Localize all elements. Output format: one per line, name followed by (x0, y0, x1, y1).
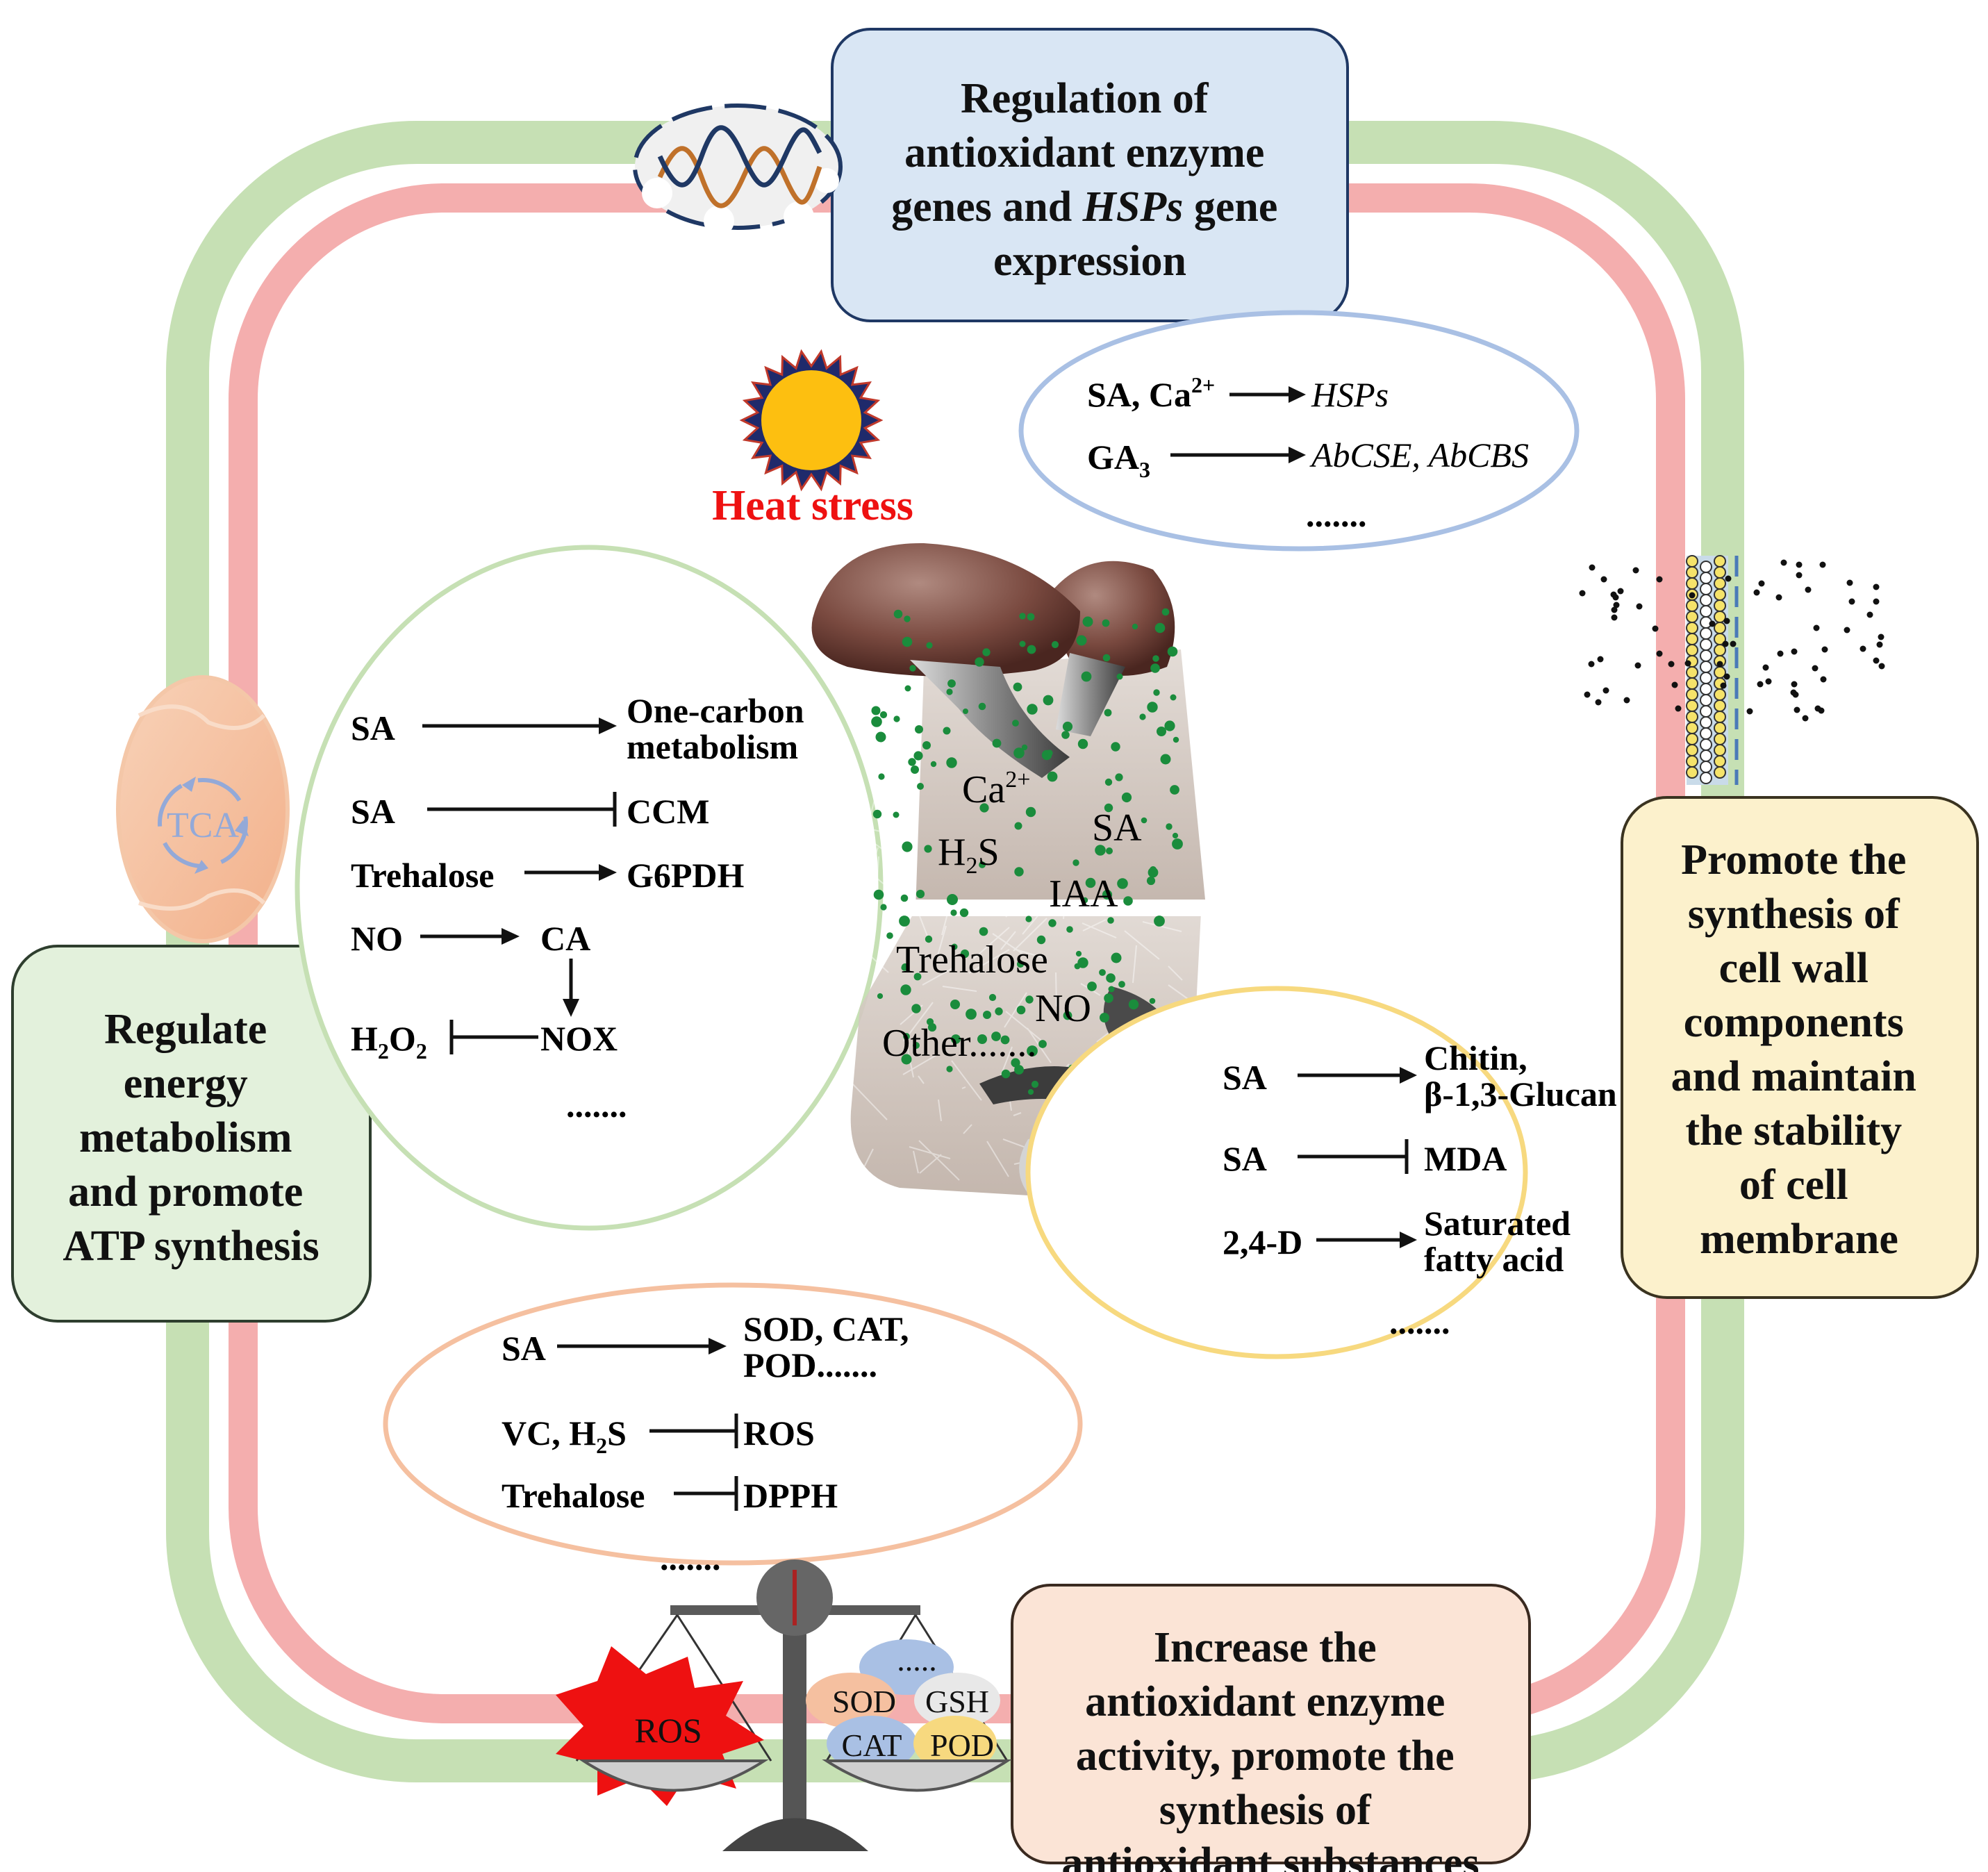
energy-box-line-4: and promote (68, 1168, 303, 1216)
antioxidant-pathway-oval: SA SOD, CAT, POD....... VC, H2S ROS Treh… (383, 1282, 1083, 1577)
antiox-r1-to-b: POD....... (743, 1345, 877, 1384)
gene-row1-from: SA, Ca (1087, 375, 1191, 414)
heat-stress-label: Heat stress (712, 482, 913, 529)
gene-box-line-2: antioxidant enzyme (904, 129, 1264, 176)
ros-label: ROS (634, 1711, 702, 1750)
sod-label: SOD (832, 1684, 896, 1719)
antiox-r2-from: VC, H (502, 1414, 596, 1452)
antiox-box-line-4: synthesis of (1159, 1787, 1372, 1834)
mushroom-other-label: Other....... (882, 1022, 1036, 1065)
antiox-box-line-1: Increase the (1154, 1624, 1377, 1671)
gsh-label: GSH (925, 1684, 989, 1719)
energy-r1-from: SA (351, 709, 395, 747)
energy-r2-to: CCM (627, 792, 709, 831)
gene-expression-box: Regulation of antioxidant enzyme genes a… (831, 28, 1349, 322)
gene-row2-from: GA (1087, 438, 1139, 477)
energy-r1-to-b: metabolism (627, 727, 798, 766)
wall-box-line-4: components (1684, 999, 1904, 1046)
svg-text:GA3: GA3 (1087, 438, 1150, 482)
wall-box-line-1: Promote the (1681, 836, 1906, 884)
antiox-more: ....... (660, 1539, 721, 1577)
svg-text:Regulate energy me: Regulate energy metabolism and promote A… (63, 1006, 319, 1270)
tca-label: TCA (167, 806, 239, 845)
antiox-box-line-5: antioxidant substances (1061, 1839, 1479, 1872)
svg-text:SA, Ca2+: SA, Ca2+ (1087, 372, 1215, 414)
mitochondria-icon: TCA (116, 675, 290, 943)
svg-text:H2O2: H2O2 (351, 1019, 427, 1063)
mushroom-h2s-label: H (938, 831, 966, 874)
membrane-more: ....... (1389, 1302, 1450, 1341)
energy-r2-from: SA (351, 792, 395, 831)
scale-dots: ..... (897, 1642, 937, 1678)
lipid-bilayer-icon (1686, 555, 1739, 785)
energy-r5-to: NOX (540, 1019, 618, 1058)
svg-text:H2S: H2S (938, 831, 1000, 879)
gene-row1-to: HSPs (1311, 375, 1389, 414)
antiox-r1-to-a: SOD, CAT, (743, 1309, 909, 1348)
membrane-r2-from: SA (1223, 1139, 1267, 1178)
dna-nucleus-icon (633, 103, 843, 236)
cat-label: CAT (842, 1728, 902, 1763)
antiox-r1-from: SA (502, 1329, 546, 1368)
mushroom-sa-label: SA (1092, 806, 1142, 850)
svg-text:Promote the synthesis of: Promote the synthesis of cell wall compo… (1671, 836, 1928, 1263)
antiox-box-line-3: activity, promote the (1076, 1732, 1455, 1780)
membrane-r1-to-b: β-1,3-Glucan (1424, 1075, 1617, 1113)
wall-box-line-5: and maintain (1671, 1053, 1916, 1100)
membrane-r3-from: 2,4-D (1223, 1223, 1302, 1261)
energy-box-line-2: energy (124, 1060, 248, 1107)
gene-box-line-3: genes and HSPs gene (891, 183, 1277, 231)
wall-box-line-2: synthesis of (1688, 891, 1900, 938)
svg-text:Ca2+: Ca2+ (962, 767, 1030, 811)
svg-text:VC, H2S: VC, H2S (502, 1414, 627, 1458)
membrane-pathway-oval: SA Chitin, β-1,3-Glucan SA MDA 2,4-D Sat… (1025, 986, 1617, 1359)
sun-icon (739, 349, 884, 492)
energy-r1-to-a: One-carbon (627, 691, 804, 730)
svg-text:Increase the antioxidant: Increase the antioxidant enzyme activity… (1061, 1624, 1479, 1872)
membrane-r3-to-b: fatty acid (1424, 1240, 1564, 1279)
wall-box-line-7: of cell (1739, 1161, 1848, 1209)
wall-box-line-8: membrane (1700, 1216, 1898, 1263)
mushroom-iaa-label: IAA (1049, 872, 1118, 916)
energy-box-line-3: metabolism (79, 1114, 292, 1161)
energy-box-line-1: Regulate (104, 1006, 267, 1053)
membrane-particles (1579, 559, 1885, 722)
svg-text:Regulation of antioxidan: Regulation of antioxidant enzyme genes a… (891, 75, 1289, 285)
energy-r4-to: CA (540, 919, 590, 958)
energy-r5-from: H (351, 1019, 378, 1058)
energy-pathway-oval: SA One-carbon metabolism SA CCM Trehalos… (295, 545, 884, 1231)
antiox-box-line-2: antioxidant enzyme (1085, 1678, 1445, 1725)
pod-label: POD (930, 1728, 994, 1763)
wall-box-line-6: the stability (1685, 1107, 1902, 1154)
wall-box-line-3: cell wall (1719, 945, 1869, 992)
balance-scale-icon: ROS ..... SOD GSH CAT POD (556, 1559, 1012, 1851)
energy-box-line-5: ATP synthesis (63, 1223, 319, 1270)
cell-wall-membrane-box: Promote the synthesis of cell wall compo… (1621, 796, 1979, 1299)
membrane-r2-to: MDA (1424, 1139, 1507, 1178)
gene-box-line-1: Regulation of (961, 75, 1209, 122)
energy-r3-from: Trehalose (351, 856, 494, 895)
membrane-r1-to-a: Chitin, (1424, 1038, 1527, 1077)
mushroom-no-label: NO (1035, 987, 1091, 1030)
antiox-r3-to: DPPH (743, 1476, 838, 1515)
antiox-r2-to: ROS (743, 1414, 815, 1452)
gene-regulation-oval: SA, Ca2+ HSPs GA3 AbCSE, AbCBS ....... (1018, 310, 1580, 552)
membrane-r1-from: SA (1223, 1058, 1267, 1097)
energy-r4-from: NO (351, 919, 403, 958)
energy-metabolism-box: Regulate energy metabolism and promote A… (11, 945, 372, 1323)
gene-more: ....... (1306, 495, 1367, 534)
gene-row2-to: AbCSE, AbCBS (1309, 436, 1529, 474)
mushroom-trehalose-label: Trehalose (896, 938, 1048, 981)
gene-box-line-4: expression (993, 238, 1186, 285)
energy-r3-to: G6PDH (627, 856, 745, 895)
mushroom-ca-label: Ca (962, 768, 1005, 811)
antioxidant-box: Increase the antioxidant enzyme activity… (1011, 1584, 1531, 1872)
membrane-r3-to-a: Saturated (1424, 1204, 1571, 1243)
energy-more: ....... (566, 1086, 627, 1125)
antiox-r3-from: Trehalose (502, 1476, 645, 1515)
